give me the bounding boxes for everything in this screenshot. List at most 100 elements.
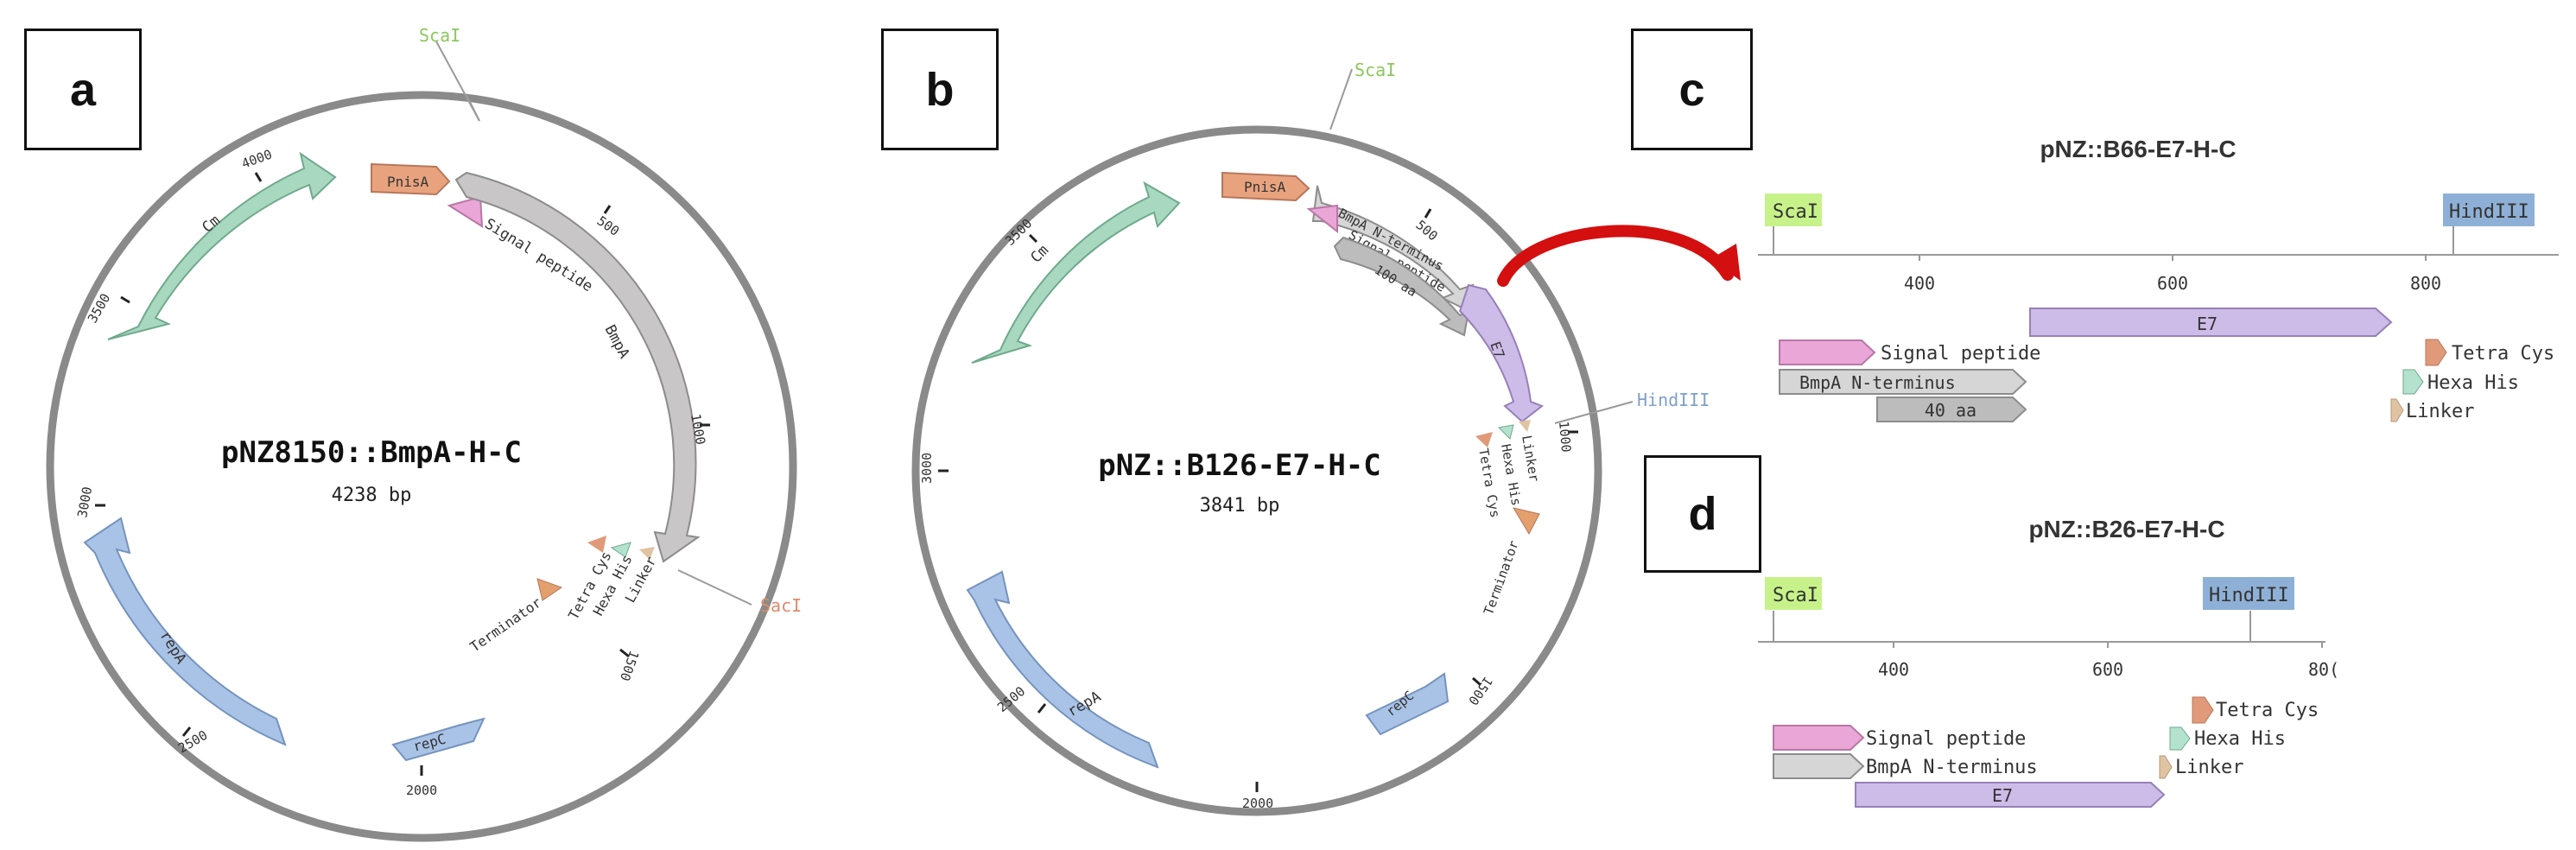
- tick-label-a-3000: 3000: [74, 485, 95, 519]
- feature-linker-b: [1519, 420, 1531, 432]
- feature-pnisa-b: [1221, 171, 1310, 202]
- feature-aa-c: [1876, 396, 2027, 422]
- site-scai-d: [1765, 577, 1822, 610]
- backbone-circle-b: [911, 125, 1602, 816]
- map-size-b: 3841 bp: [1200, 495, 1280, 517]
- feature-hexa-his-a: [610, 542, 631, 558]
- tick-label-b-2000: 2000: [1242, 796, 1273, 811]
- feature-cm-b: [971, 181, 1181, 364]
- feature-linker-c: [2390, 398, 2404, 422]
- site-saci-a: SacI: [760, 595, 802, 616]
- plasmid-map-b: Cm PnisA BmpA N-terminus Signal peptide …: [911, 60, 1710, 816]
- site-hindiii-c-label: HindIII: [2449, 201, 2529, 223]
- panel-label-d: d: [1644, 455, 1761, 573]
- site-hindiii-d: [2203, 577, 2294, 610]
- site-line-saci-a: [677, 569, 752, 606]
- label-cm-b: Cm: [1027, 242, 1052, 267]
- label-terminator-a: Terminator: [466, 594, 544, 656]
- arrow-to-panel-c: [1497, 225, 1734, 287]
- feature-bmpa-n-c: [1779, 369, 2027, 395]
- feature-hexa-his-b: [1497, 424, 1514, 440]
- backbone-circle-a: [46, 91, 797, 842]
- map-size-a: 4238 bp: [332, 485, 412, 506]
- tick-c-600: 600: [2157, 273, 2188, 294]
- feature-aa-b: [1333, 236, 1470, 337]
- feature-signal-peptide-c: [1779, 339, 1876, 365]
- label-hexa-his-b: Hexa His: [1498, 443, 1524, 507]
- label-hexa-his-c: Hexa His: [2427, 372, 2519, 394]
- tick-d-600: 600: [2092, 659, 2123, 680]
- arrow-head: [1710, 244, 1741, 281]
- feature-bmpa-a: [454, 171, 701, 563]
- site-scai-a: ScaI: [419, 25, 460, 46]
- label-e7-d: E7: [1992, 785, 2013, 806]
- site-scai-b: ScaI: [1355, 60, 1396, 80]
- linear-map-c: pNZ::B66-E7-H-C ScaI HindIII 400 600 800…: [1758, 136, 2559, 422]
- panel-label-c: c: [1631, 29, 1753, 150]
- label-pnisa-a: PnisA: [387, 174, 429, 190]
- feature-terminator-a: [536, 578, 563, 601]
- feature-terminator-b: [1512, 507, 1540, 536]
- tick-d-400: 400: [1878, 659, 1909, 680]
- feature-e7-b: [1458, 283, 1545, 423]
- tick-label-b-500: 500: [1412, 217, 1440, 244]
- feature-pnisa-a: [371, 162, 451, 196]
- feature-tetra-cys-d: [2192, 696, 2214, 724]
- feature-e7-c: [2029, 308, 2393, 337]
- feature-repc-a: [391, 717, 485, 762]
- feature-linker-a: [639, 547, 655, 560]
- title-c: pNZ::B66-E7-H-C: [2040, 136, 2236, 162]
- site-hindiii-c: [2443, 193, 2535, 226]
- site-scai-d-label: ScaI: [1773, 585, 1818, 606]
- label-linker-b: Linker: [1519, 435, 1542, 483]
- map-name-b: pNZ::B126-E7-H-C: [1098, 448, 1381, 483]
- feature-signal-peptide-d: [1773, 725, 1865, 751]
- label-linker-c: Linker: [2406, 401, 2474, 422]
- site-line-hindiii-b: [1554, 401, 1634, 424]
- feature-tetra-cys-c: [2425, 339, 2447, 366]
- label-linker-d: Linker: [2175, 757, 2243, 778]
- feature-repa-b: [966, 570, 1159, 769]
- title-d: pNZ::B26-E7-H-C: [2028, 516, 2224, 542]
- label-e7-c: E7: [2197, 314, 2218, 334]
- feature-bmpa-n-d: [1773, 753, 1865, 779]
- site-scai-c-label: ScaI: [1773, 201, 1818, 223]
- label-aa-c: 40 aa: [1925, 400, 1976, 421]
- tick-c-400: 400: [1904, 273, 1935, 294]
- tick-label-b-1500: 1500: [1465, 674, 1495, 708]
- tick-label-a-2000: 2000: [406, 783, 437, 798]
- tick-d-800: 80(: [2308, 659, 2339, 680]
- label-signal-peptide-d: Signal peptide: [1866, 728, 2026, 750]
- label-bmpa-n-d: BmpA N-terminus: [1866, 757, 2038, 778]
- linear-map-d: pNZ::B26-E7-H-C ScaI HindIII 400 600 80(…: [1758, 516, 2339, 808]
- site-hindiii-b: HindIII: [1637, 390, 1710, 410]
- feature-signal-peptide-a: [447, 195, 484, 228]
- site-line-scai-b: [1329, 68, 1353, 130]
- tick-label-a-1500: 1500: [617, 649, 642, 683]
- tick-label-a-1000: 1000: [688, 413, 708, 447]
- label-hexa-his-d: Hexa His: [2194, 728, 2286, 750]
- label-tetra-cys-d: Tetra Cys: [2216, 700, 2319, 721]
- tick-label-a-2500: 2500: [175, 727, 210, 757]
- map-name-a: pNZ8150::BmpA-H-C: [221, 435, 522, 470]
- feature-cm-a: [107, 151, 337, 340]
- plasmid-map-a: Cm PnisA Signal peptide BmpA Tetra Cys H…: [46, 25, 802, 842]
- ticks-a: [95, 172, 710, 776]
- tick-c-800: 800: [2410, 273, 2441, 294]
- feature-repa-a: [83, 517, 287, 746]
- feature-e7-d: [1855, 782, 2166, 808]
- panel-label-b: b: [881, 29, 999, 150]
- feature-hexa-his-d: [2169, 726, 2191, 751]
- ticks-b: [938, 208, 1578, 792]
- site-scai-c: [1765, 193, 1822, 226]
- label-bmpa-a: BmpA: [601, 322, 633, 362]
- label-pnisa-b: PnisA: [1244, 179, 1286, 195]
- feature-tetra-cys-b: [1475, 432, 1493, 447]
- site-hindiii-d-label: HindIII: [2209, 585, 2289, 606]
- label-signal-peptide-c: Signal peptide: [1881, 343, 2040, 365]
- feature-repc-b: [1365, 672, 1450, 736]
- tick-label-a-4000: 4000: [239, 146, 274, 171]
- feature-tetra-cys-a: [587, 536, 606, 553]
- feature-signal-peptide-b: [1306, 204, 1338, 234]
